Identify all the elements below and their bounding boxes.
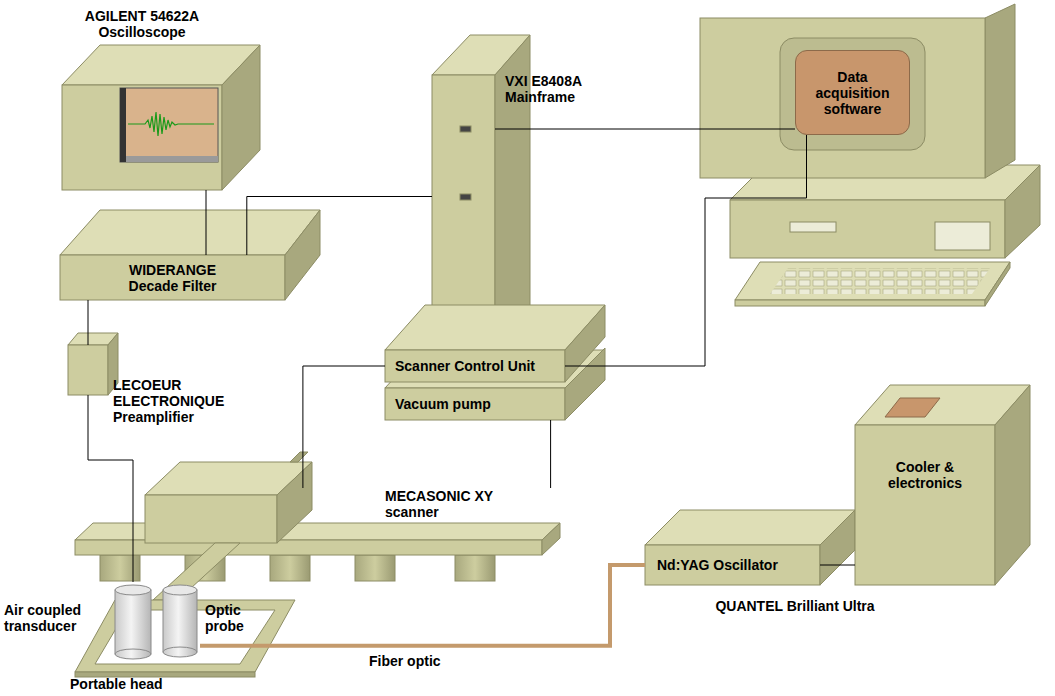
software-screen-box: Data acquisition software — [795, 50, 910, 135]
xy-scanner-body-part — [153, 543, 240, 600]
laser-oscillator-body-part — [645, 510, 855, 545]
scanner-control-unit-label: Scanner Control Unit — [395, 358, 535, 374]
signal-wire — [820, 565, 855, 566]
cooler-body-part — [855, 425, 995, 585]
signal-wire — [206, 190, 207, 255]
laser-oscillator-body-part — [820, 510, 855, 585]
portable-head-box: Portable head — [70, 592, 285, 692]
oscilloscope-label: AGILENT 54622A Oscilloscope — [57, 8, 227, 40]
cooler-body — [855, 385, 1030, 585]
transducer-cylinders-part — [163, 585, 197, 595]
xy-scanner-body-part — [290, 452, 308, 462]
laser-oscillator-body — [645, 510, 855, 585]
computer-body-part — [985, 4, 1015, 178]
oscilloscope-body-part — [222, 45, 260, 190]
xy-scanner-body — [75, 452, 560, 600]
preamplifier-body-part — [68, 345, 108, 395]
computer-body-part — [730, 200, 1005, 258]
vxi-mainframe-box: VXI E8408A Mainframe — [432, 75, 495, 345]
xy-scanner-body-part — [277, 462, 312, 543]
laser-oscillator-body-part — [645, 545, 820, 585]
fiber-cable — [200, 565, 645, 646]
oscilloscope-body-part — [120, 88, 126, 162]
preamplifier-label: LECOEUR ELECTRONIQUE Preamplifier — [113, 377, 235, 425]
xy-scanner-body-part — [455, 555, 495, 581]
cooler-body-part — [995, 385, 1030, 585]
software-screen-label: Data acquisition software — [812, 69, 893, 117]
laser-oscillator-box: Nd:YAG Oscillator — [645, 545, 820, 585]
transducer-cylinders-part — [163, 647, 197, 657]
portable-head-label: Portable head — [70, 676, 200, 692]
computer-body-part — [735, 300, 985, 306]
vacuum-pump-box: Vacuum pump — [385, 388, 565, 420]
computer-body — [700, 4, 1040, 306]
xy-scanner-body-part — [355, 555, 395, 581]
scanner-control-unit-box: Scanner Control Unit — [385, 350, 565, 382]
decade-filter-label: WIDERANGE Decade Filter — [115, 262, 230, 294]
xy-scanner-label: MECASONIC XY scanner — [385, 488, 495, 520]
transducer-cylinders-part — [115, 590, 151, 654]
preamplifier-box: LECOEUR ELECTRONIQUE Preamplifier — [68, 345, 108, 395]
vxi-mainframe-body-part — [460, 194, 471, 200]
brand-label: QUANTEL Brilliant Ultra — [690, 598, 900, 614]
computer-body-part — [935, 222, 990, 250]
oscilloscope-body-part — [120, 88, 218, 162]
scanner-control-stack-part — [385, 350, 565, 382]
computer-body-part — [735, 262, 1010, 300]
transducer-cylinders-part — [115, 649, 151, 659]
cooler-electronics-label: Cooler & electronics — [885, 459, 965, 491]
signal-wire — [303, 366, 385, 488]
cooler-electronics-box: Cooler & electronics — [855, 425, 995, 585]
computer-body-part — [790, 222, 836, 232]
cooler-body-part — [885, 398, 940, 417]
oscilloscope-body-part — [62, 85, 222, 190]
vxi-mainframe-body-part — [460, 126, 471, 132]
signal-wire — [495, 129, 795, 130]
decade-filter-box: WIDERANGE Decade Filter — [60, 255, 285, 300]
cable-label: Fiber optic — [366, 653, 444, 669]
signal-wire — [550, 420, 551, 488]
decade-filter-body-part — [60, 210, 320, 255]
computer-body-part — [780, 38, 925, 150]
xy-scanner-box: MECASONIC XY scanner — [75, 488, 560, 560]
decade-filter-body — [60, 210, 320, 300]
oscilloscope-body-part — [126, 156, 218, 162]
xy-scanner-body-part — [270, 555, 310, 581]
air-coupled-transducer-label: Air coupled transducer — [4, 602, 108, 634]
transducer-cylinders — [115, 585, 197, 659]
oscilloscope-body — [62, 45, 260, 190]
computer-body-part — [700, 18, 985, 178]
xy-scanner-body-part — [100, 555, 140, 581]
xy-scanner-body-part — [542, 523, 560, 555]
signal-wire — [88, 300, 89, 345]
optic-probe-label: Optic probe — [205, 602, 265, 634]
transducer-cylinders-part — [115, 585, 151, 595]
scanner-control-stack-part — [385, 388, 565, 420]
oscilloscope-box: AGILENT 54622A Oscilloscope — [62, 85, 222, 190]
decade-filter-body-part — [285, 210, 320, 300]
vacuum-pump-label: Vacuum pump — [395, 396, 491, 412]
signal-wire — [565, 135, 807, 366]
waveform — [128, 112, 214, 136]
scanner-control-stack — [385, 305, 605, 420]
air-coupled-transducer-box: Air coupled transducer — [112, 582, 154, 657]
xy-scanner-body-part — [145, 495, 277, 543]
transducer-cylinders-part — [163, 590, 197, 652]
scanner-control-stack-part — [565, 305, 605, 382]
computer-body-part — [770, 268, 990, 294]
signal-wire — [247, 197, 432, 256]
optic-probe-box: Optic probe — [160, 582, 200, 657]
decade-filter-body-part — [60, 255, 285, 300]
preamplifier-body — [68, 333, 118, 395]
laser-oscillator-label: Nd:YAG Oscillator — [657, 557, 778, 573]
vxi-mainframe-label: VXI E8408A Mainframe — [505, 73, 605, 105]
computer-body-part — [1005, 165, 1040, 258]
